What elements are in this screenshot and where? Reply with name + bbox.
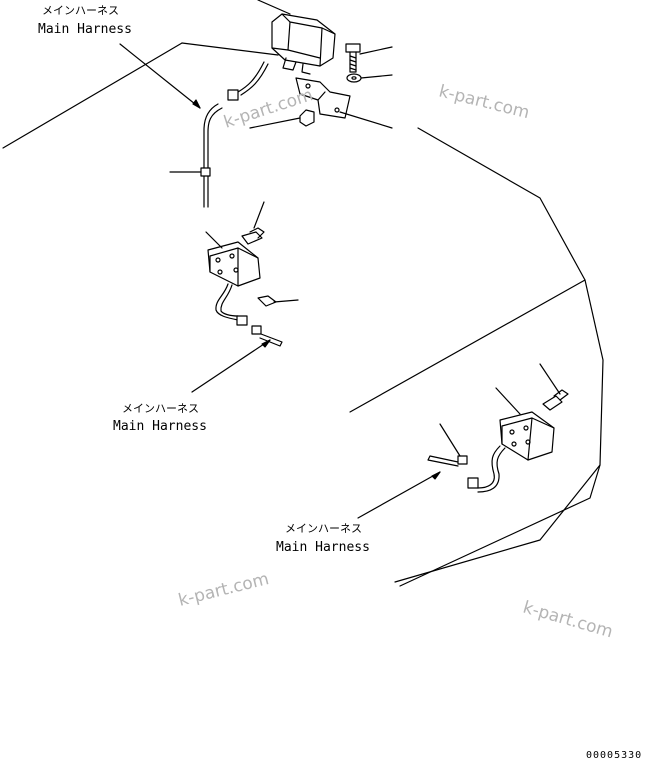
middle-bolt [241, 201, 265, 245]
middle-harness [215, 283, 283, 347]
middle-harness-label: メインハーネス Main Harness [113, 402, 207, 434]
right-harness-leader [357, 471, 441, 519]
top-harness [119, 43, 269, 208]
middle-harness-label-en: Main Harness [113, 419, 207, 434]
top-harness-label-jp: メインハーネス [42, 4, 119, 17]
right-harness-label: メインハーネス Main Harness [276, 522, 370, 555]
middle-harness-leader [191, 339, 271, 393]
top-bolt [345, 43, 393, 73]
watermark: k-part.com [521, 598, 615, 643]
middle-clip [257, 295, 299, 307]
top-bracket [295, 77, 393, 129]
right-harness-label-jp: メインハーネス [285, 522, 362, 535]
right-bolt [539, 363, 569, 411]
top-clip [249, 109, 315, 129]
top-lamp [257, 0, 336, 75]
right-harness [427, 423, 506, 493]
machine-body-outline [2, 42, 604, 587]
drawing-code: 00005330 [586, 750, 642, 760]
top-harness-label: メインハーネス Main Harness [38, 4, 132, 37]
right-harness-label-en: Main Harness [276, 540, 370, 555]
right-lamp [495, 387, 555, 461]
middle-lamp [205, 231, 261, 287]
middle-harness-label-jp: メインハーネス [122, 402, 199, 415]
top-harness-label-en: Main Harness [38, 22, 132, 37]
watermark: k-part.com [437, 81, 532, 123]
top-washer [346, 73, 393, 83]
watermark: k-part.com [176, 569, 271, 611]
